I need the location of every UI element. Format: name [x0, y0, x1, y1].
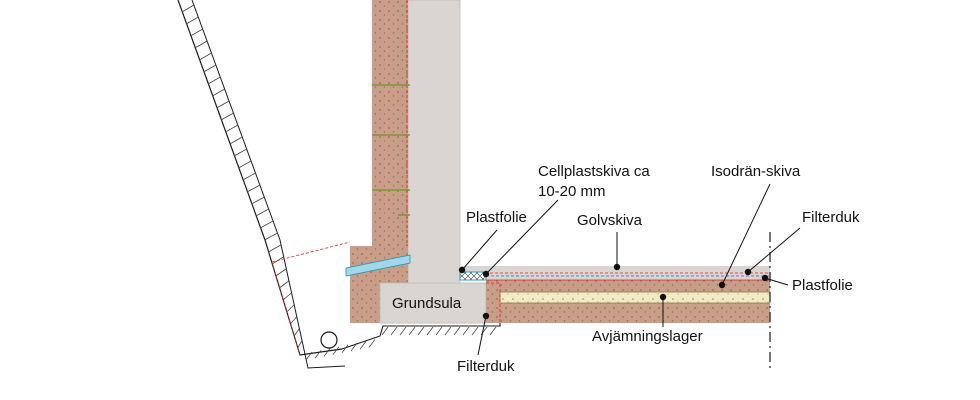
hatch-line [286, 304, 295, 313]
cellplast-strip [459, 271, 487, 281]
hatch-line [323, 348, 331, 357]
hatch-line [225, 124, 239, 133]
label-filterduk-right: Filterduk [802, 209, 860, 226]
label-cellplastskiva-line1: Cellplastskiva ca [538, 163, 650, 180]
hatch-line [207, 76, 221, 85]
wall-ties [372, 84, 410, 216]
hatch-line [359, 340, 367, 350]
hatch-line [390, 326, 398, 336]
hatch-line [216, 100, 230, 109]
hatch-line [305, 351, 313, 361]
hatch-line [220, 112, 234, 121]
label-filterduk-bottom: Filterduk [457, 358, 515, 375]
concrete-wall [407, 0, 461, 285]
hatch-line [381, 326, 389, 336]
hatch-line [417, 326, 425, 336]
drain-pipe [320, 331, 338, 349]
drain-board [345, 254, 411, 277]
hatch-line [408, 326, 416, 336]
hatch-line [186, 16, 199, 25]
leader-dots [458, 263, 769, 320]
hatch-line [255, 208, 269, 217]
filter-fabric-dashed [486, 282, 501, 323]
label-isodran-skiva: Isodrän-skiva [711, 163, 801, 180]
hatch-line [238, 160, 252, 169]
hatch-line [435, 326, 443, 336]
ground-slope [177, 0, 346, 369]
hatch-line [290, 316, 297, 325]
wall-insulation [372, 0, 408, 250]
hatch-line [203, 64, 217, 73]
hatch-line [462, 326, 470, 336]
label-cellplastskiva-line2: 10-20 mm [538, 183, 606, 200]
hatch-line [190, 28, 203, 37]
hatch-line [332, 346, 340, 355]
label-golvskiva: Golvskiva [577, 212, 643, 229]
hatch-line [279, 280, 289, 289]
hatch-line [260, 220, 274, 229]
levelling-layer [499, 291, 771, 304]
hatch-line [181, 4, 195, 13]
hatch-line [350, 342, 358, 352]
footing [379, 282, 487, 324]
label-avjamningslager: Avjämningslager [592, 328, 703, 345]
hatch-line [199, 52, 212, 61]
hatch-line [194, 40, 208, 49]
hatch-line [471, 326, 479, 336]
hatch-line [453, 326, 461, 336]
ground-fabric-outline [271, 241, 351, 356]
hatch-line [489, 326, 497, 336]
hatch-line [229, 136, 243, 145]
label-grundsula: Grundsula [392, 295, 462, 312]
hatch-line [212, 88, 225, 97]
hatch-line [268, 244, 281, 253]
hatch-line [341, 344, 349, 354]
label-plastfolie-left: Plastfolie [466, 209, 527, 226]
hatch-line [297, 340, 303, 349]
hatch-line [282, 292, 292, 301]
hatch-line [426, 326, 434, 336]
label-plastfolie-right: Plastfolie [792, 277, 853, 294]
leader-lines [461, 183, 801, 356]
hatch-line [444, 326, 452, 336]
hatch-line [399, 326, 407, 336]
hatch-line [368, 339, 376, 348]
hatch-line [246, 184, 261, 193]
hatch-line [233, 148, 247, 157]
hatch-line [264, 232, 278, 241]
hatch-line [251, 196, 265, 205]
hatch-line [275, 268, 287, 277]
hatch-line [293, 328, 300, 337]
hatch-line [314, 349, 322, 359]
hatch-line [242, 172, 256, 181]
